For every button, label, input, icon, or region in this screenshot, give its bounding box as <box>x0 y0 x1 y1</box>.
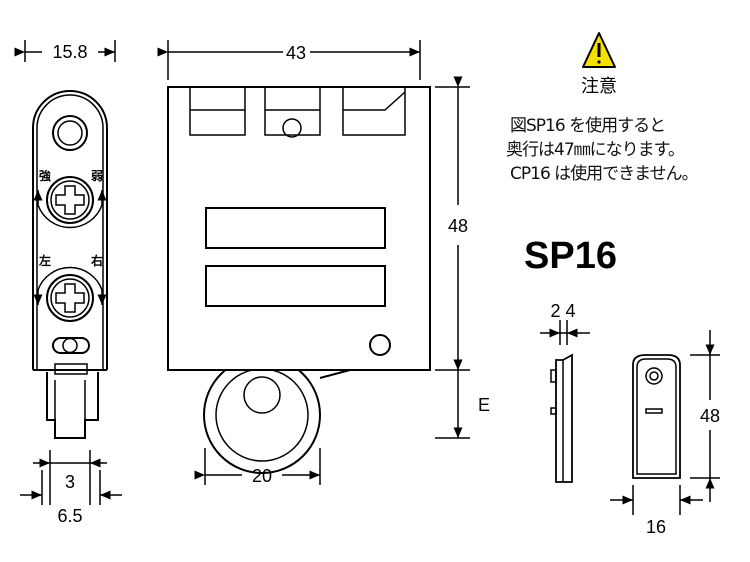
extra-dim: E <box>478 395 490 415</box>
note-line: 奥行は47㎜になります。 <box>506 140 685 160</box>
note-line: 図SP16 を使用すると <box>510 116 666 136</box>
side-view <box>14 40 122 505</box>
warning-triangle-icon <box>582 32 616 68</box>
label-left: 左 <box>38 253 51 268</box>
outer-dim: 6.5 <box>57 506 82 526</box>
side-width-dim: 15.8 <box>52 42 87 62</box>
screw-icon <box>46 274 94 322</box>
sp16-views <box>540 320 720 515</box>
thickness-dim: 2 4 <box>550 301 575 321</box>
inner-dim: 3 <box>65 472 75 492</box>
model-title: SP16 <box>524 235 617 277</box>
warning-label: 注意 <box>581 76 617 97</box>
warning-note: 図SP16 を使用すると 奥行は47㎜になります。 CP16 は使用できません。 <box>506 114 699 186</box>
screw-icon <box>46 176 94 224</box>
wheel-dim: 20 <box>252 466 272 486</box>
front-width-dim: 43 <box>286 43 306 63</box>
sp16-height-dim: 48 <box>700 406 720 426</box>
note-line: CP16 は使用できません。 <box>510 164 699 184</box>
label-right: 右 <box>90 253 103 268</box>
label-weak: 弱 <box>91 168 103 183</box>
label-strong: 強 <box>39 168 51 183</box>
front-height-dim: 48 <box>448 216 468 236</box>
sp16-width-dim: 16 <box>646 517 666 537</box>
front-view <box>157 40 470 485</box>
